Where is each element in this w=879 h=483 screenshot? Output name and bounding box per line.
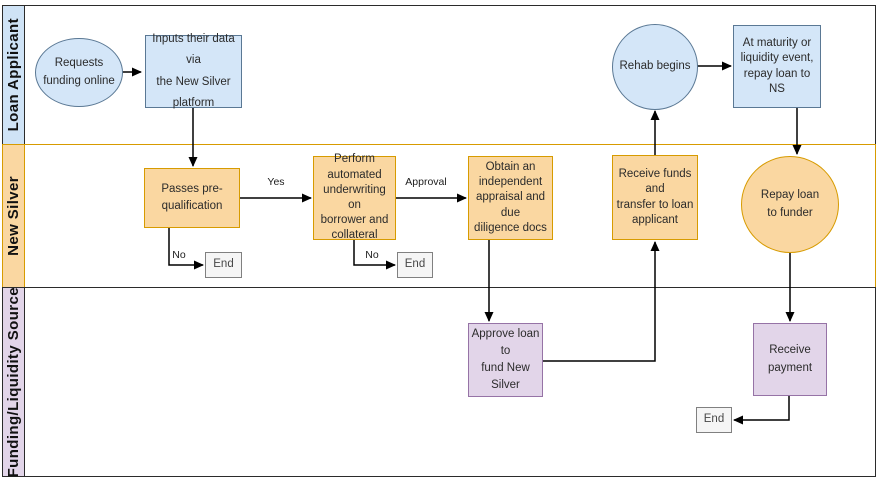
start-ellipse-requests-funding: Requests funding online [35,38,123,107]
edge-label-no-2: No [365,249,379,261]
process-approve-loan: Approve loan to fund New Silver [468,323,543,397]
lane-funding-liquidity-source: Funding/Liquidity Source [2,287,876,477]
edge-label-no-1: No [172,249,186,261]
process-automated-underwriting: Perform automated underwriting on borrow… [313,153,396,241]
connector-receive-payment-to-end3 [733,396,790,425]
process-receive-funds-transfer: Receive funds and transfer to loan appli… [612,155,698,240]
process-obtain-appraisal: Obtain an independent appraisal and due … [468,156,553,240]
circle-repay-loan-to-funder: Repay loan to funder [741,156,839,253]
end-terminator-2: End [397,252,433,278]
connector-underwriting-no-to-end2 [353,240,396,270]
edge-label-approval: Approval [405,176,447,188]
circle-rehab-begins: Rehab begins [612,24,698,110]
process-receive-payment: Receive payment [753,323,827,396]
process-inputs-data: Inputs their data via the New Silver pla… [145,33,242,109]
end-terminator-1: End [205,252,242,278]
edge-label-yes: Yes [267,176,285,188]
lane-header-new-silver: New Silver [3,145,25,287]
process-passes-prequalification: Passes pre- qualification [144,168,240,228]
connector-approve-loan-to-receive-funds [543,241,660,362]
connector-prequal-no-to-end1 [168,228,204,270]
lane-header-funding-liquidity-source: Funding/Liquidity Source [3,287,25,477]
lane-header-loan-applicant: Loan Applicant [3,6,25,144]
process-at-maturity-repay: At maturity or liquidity event, repay lo… [733,25,821,108]
end-terminator-3: End [696,407,732,433]
